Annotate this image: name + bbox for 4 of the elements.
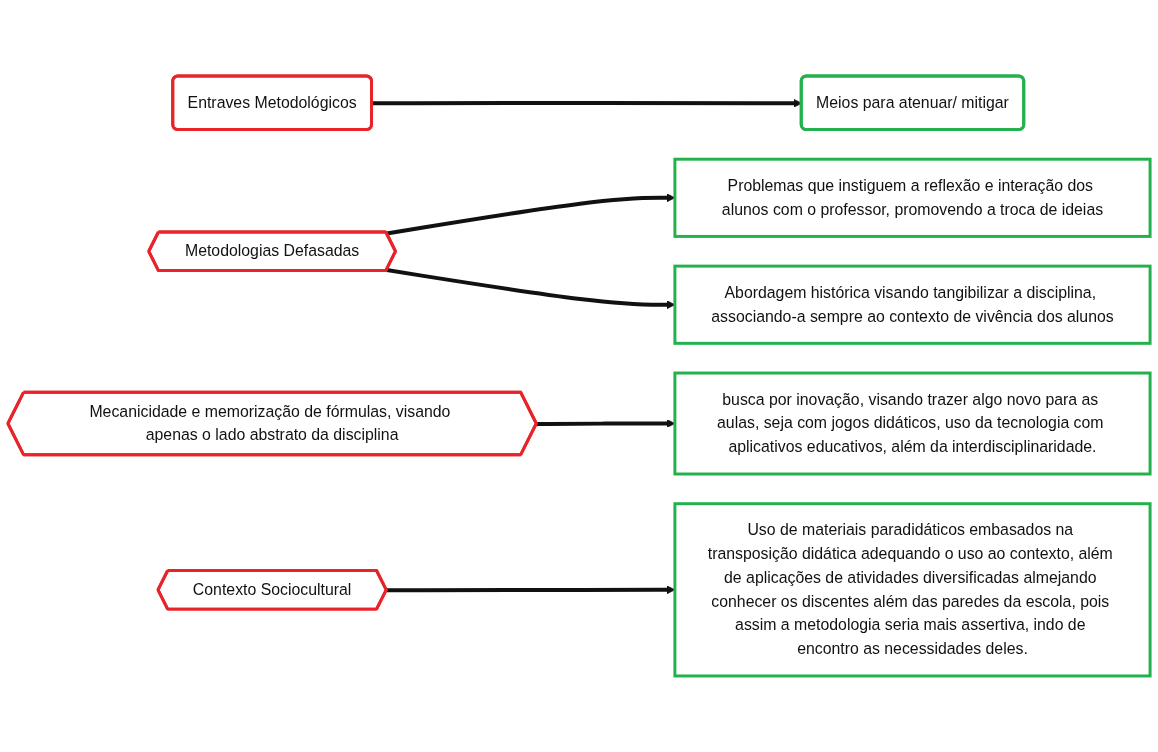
node-box: Uso de materiais paradidáticos embasados na transposição didática adequando o uso ao contexto, além de aplicações de atividades diversificadas almejando conhecer os discentes além das paredes da escola, pois assim a metodologia seria mais assertiva, indo de encontro as necessidades deles.	[673, 502, 1152, 678]
node-box: Problemas que instiguem a reflexão e interação dos alunos com o professor, promovendo a troca de ideias	[673, 157, 1152, 238]
node-box: busca por inovação, visando trazer algo novo para as aulas, seja com jogos didáticos, uso da tecnologia com aplicativos educativos, além da interdisciplinaridade.	[673, 371, 1152, 476]
node-box: Abordagem histórica visando tangibilizar a disciplina, associando-a sempre ao contexto de vivência dos alunos	[673, 264, 1152, 345]
